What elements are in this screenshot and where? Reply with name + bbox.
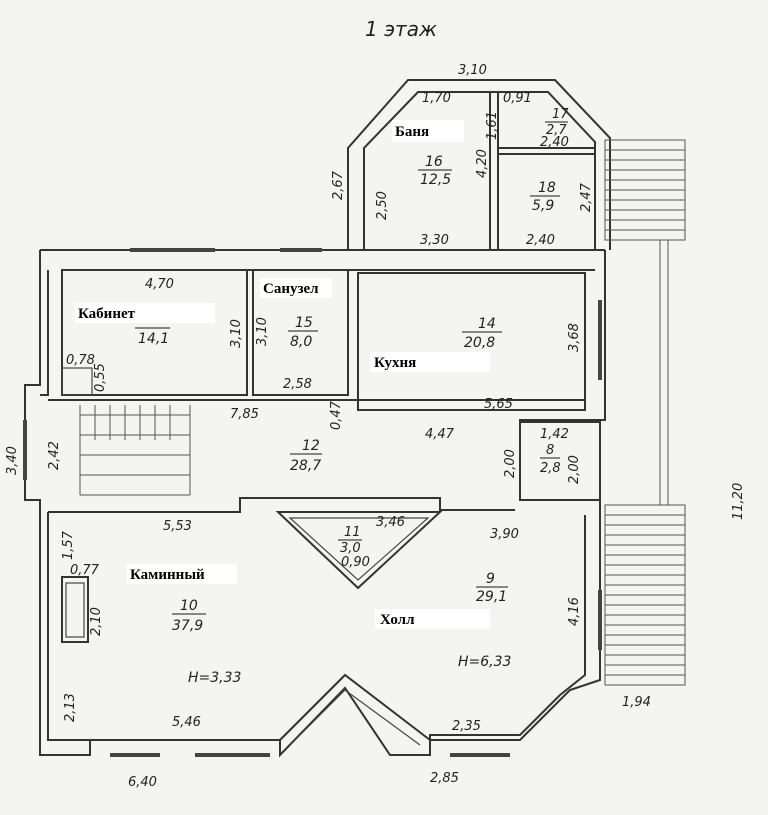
room-14-area: 20,8	[464, 335, 495, 351]
dim-label: 1,42	[540, 427, 569, 442]
room-9-area: 29,1	[476, 589, 507, 605]
dim-label: 0,78	[66, 353, 95, 368]
dim-label: 0,90	[341, 555, 370, 570]
room-15-number: 15	[295, 315, 313, 331]
dim-label: 6,40	[128, 775, 157, 790]
room-10-area: 37,9	[172, 618, 203, 634]
dim-label: 5,46	[172, 715, 201, 730]
room-13-area: 14,1	[138, 331, 169, 347]
dim-label: 0,91	[503, 91, 532, 106]
room-label-banya: Баня	[395, 124, 429, 140]
height-left: H=3,33	[188, 670, 241, 686]
room-8-area: 2,8	[540, 461, 561, 476]
room-15-area: 8,0	[290, 334, 312, 350]
room-11-area: 3,0	[340, 541, 361, 556]
room-9-number: 9	[486, 571, 495, 587]
dim-label: 2,40	[540, 135, 569, 150]
dim-label: 7,85	[230, 407, 259, 422]
dim-label: 3,30	[420, 233, 449, 248]
dim-label: 2,67	[331, 170, 346, 200]
dim-label: 4,20	[475, 149, 490, 178]
dim-label: 5,65	[484, 397, 513, 412]
height-right: H=6,33	[458, 654, 511, 670]
room-10-number: 10	[180, 598, 198, 614]
dim-label: 1,70	[422, 91, 451, 106]
dim-label: 0,55	[93, 363, 108, 392]
dim-label: 2,58	[283, 377, 312, 392]
room-label-kukhnya: Кухня	[374, 355, 416, 371]
dim-label: 3,10	[229, 319, 244, 348]
room-label-kaminny: Каминный	[130, 567, 205, 583]
dim-label: 3,40	[5, 446, 20, 475]
room-areas: 16 12,5 17 2,7 18 5,9 14,1 15 8,0 14 20,…	[135, 107, 569, 686]
dim-label: 4,70	[145, 277, 174, 292]
plan-title: 1 этаж	[365, 17, 437, 41]
dim-label: 1,61	[485, 111, 500, 140]
room-label-sanuzel: Санузел	[263, 281, 319, 297]
dim-label: 2,13	[63, 693, 78, 722]
room-label-kabinet: Кабинет	[78, 306, 136, 322]
dim-label: 3,10	[255, 317, 270, 346]
dim-label: 3,46	[376, 515, 405, 530]
room-17-area: 2,7	[546, 123, 567, 138]
dim-label: 2,42	[47, 441, 62, 470]
room-label-kholl: Холл	[380, 612, 415, 628]
room-18-number: 18	[538, 180, 556, 196]
dim-label: 1,57	[61, 530, 76, 560]
room-14-number: 14	[478, 316, 496, 332]
room-12-area: 28,7	[290, 458, 321, 474]
dim-label: 4,47	[425, 427, 455, 442]
room-17-number: 17	[552, 107, 569, 122]
room-labels: Баня Санузел Кабинет Кухня Каминный Холл	[75, 120, 490, 629]
room-18-area: 5,9	[532, 198, 554, 214]
dim-label: 2,85	[430, 771, 459, 786]
room-16-number: 16	[425, 154, 443, 170]
dim-label: 2,40	[526, 233, 555, 248]
dim-label: 2,50	[375, 191, 390, 220]
room-8-number: 8	[546, 443, 554, 458]
dim-label: 1,94	[622, 695, 651, 710]
walls	[23, 79, 686, 758]
dim-label: 11,20	[731, 483, 746, 520]
dim-label: 2,00	[503, 449, 518, 478]
room-11-number: 11	[344, 525, 361, 540]
dimensions: 3,10 1,70 0,91 1,61 2,40 2,67 2,50 4,20 …	[5, 63, 746, 790]
dim-label: 4,16	[567, 597, 582, 626]
dim-label: 2,10	[89, 607, 104, 636]
dim-label: 3,10	[458, 63, 487, 78]
room-16-area: 12,5	[420, 172, 451, 188]
dim-label: 2,47	[579, 182, 594, 212]
dim-label: 2,00	[567, 455, 582, 484]
dim-label: 2,35	[452, 719, 481, 734]
dim-label: 5,53	[163, 519, 192, 534]
dim-label: 0,77	[70, 563, 100, 578]
dim-label: 0,47	[329, 400, 344, 430]
dim-label: 3,90	[490, 527, 519, 542]
room-12-number: 12	[302, 438, 320, 454]
dim-label: 3,68	[567, 323, 582, 352]
